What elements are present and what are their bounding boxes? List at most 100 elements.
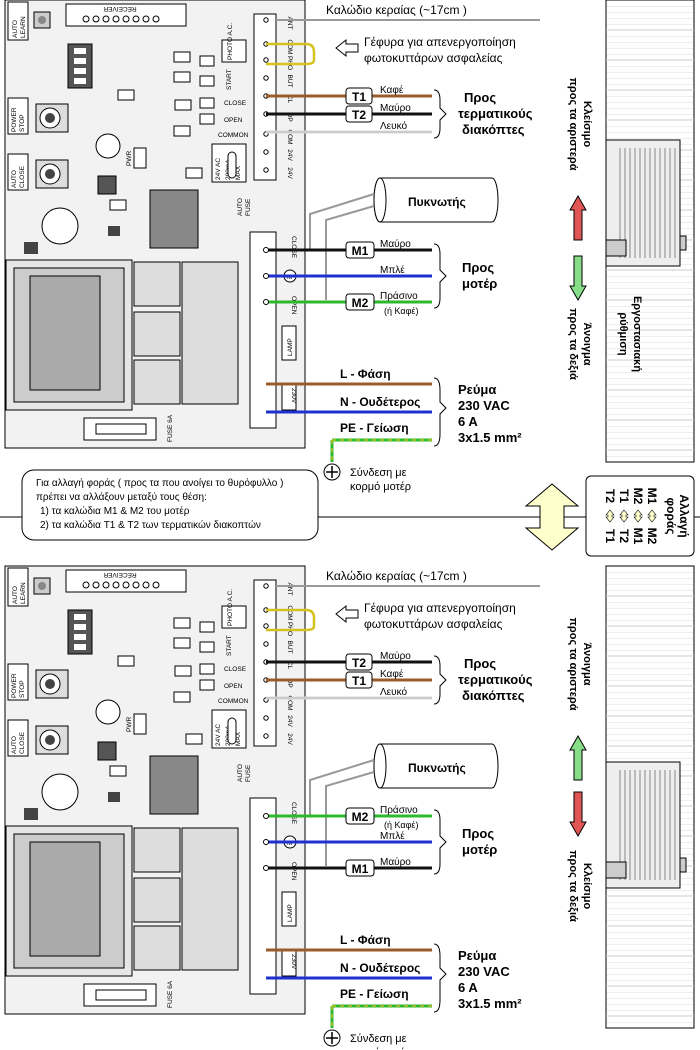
- terminal-label: BUT: [286, 75, 293, 88]
- to-limit-3: διακόπτες: [462, 688, 525, 703]
- pair-right: M1: [631, 528, 645, 545]
- pair-left: T1: [617, 489, 631, 503]
- v230-label: 230V: [290, 388, 297, 404]
- relay-chip: [97, 741, 117, 761]
- ground-icon-cross: [326, 466, 338, 478]
- power-stop-label-2: STOP: [19, 680, 26, 698]
- auto-fuse-label-1: AUTO: [237, 764, 244, 782]
- capacitor-lead: [325, 205, 375, 300]
- receiver-pin: [142, 581, 150, 589]
- large-capacitor: [41, 773, 79, 811]
- ground-label-2: κορμό μοτέρ: [350, 481, 411, 493]
- component: [109, 765, 127, 777]
- dip-switch-lever: [74, 634, 86, 640]
- pair-right: M2: [645, 528, 659, 545]
- electrolytic-cap: [95, 699, 121, 725]
- gate-handle: [679, 857, 687, 873]
- capacitor-end: [373, 743, 387, 789]
- receiver-pin: [102, 581, 110, 589]
- close-text-2: προς τα αριστερά: [567, 78, 579, 171]
- dip-switch-lever: [74, 48, 86, 54]
- bridge-wire: [266, 608, 316, 632]
- neutral-label: N - Ουδέτερος: [340, 961, 420, 975]
- motor-wire-color: Πράσινο: [380, 290, 418, 302]
- motor-terminal-screw: [263, 273, 269, 279]
- transformer-window: [29, 841, 101, 957]
- limit-brace: [433, 655, 447, 705]
- auto-learn-box: [7, 1, 29, 41]
- earth-label: PE - Γείωση: [340, 987, 409, 1001]
- auto-close-label-2: CLOSE: [19, 165, 26, 188]
- power-stop-label-2: STOP: [19, 114, 26, 132]
- auto-close-label-1: AUTO: [11, 736, 18, 754]
- receiver-pin: [92, 15, 100, 23]
- pair-swap-icon: [647, 509, 657, 523]
- supply-label-1: 24V AC: [215, 724, 222, 746]
- electrolytic-cap: [95, 133, 121, 159]
- limit-brace: [433, 89, 447, 139]
- terminal-label: BUT: [286, 641, 293, 654]
- terminal-label: 24V: [286, 733, 293, 745]
- receiver-pin: [152, 15, 160, 23]
- motor-open-label: OPEN: [290, 296, 297, 315]
- motor-wire-tag-label: M2: [352, 810, 369, 824]
- power-trimmer-center: [45, 679, 55, 689]
- pair-right: T1: [603, 529, 617, 543]
- factory-text-1: Εργοστασιακή: [631, 296, 643, 372]
- led: [199, 641, 215, 653]
- auto-learn-label-1: AUTO: [12, 586, 19, 604]
- motor-terminal-screw: [263, 247, 269, 253]
- receiver-pin: [152, 581, 160, 589]
- power-label-1: Ρεύμα: [458, 382, 496, 397]
- terminal-label: OP: [286, 678, 293, 687]
- motor-wire-tag: [345, 241, 375, 259]
- relay-block: [133, 261, 181, 307]
- terminal-screw: [263, 17, 269, 23]
- motor-brace: [433, 809, 447, 875]
- auto-learn-box: [7, 567, 29, 607]
- limit-wire-color: Μαύρο: [380, 650, 411, 662]
- led: [199, 97, 215, 109]
- to-motor-2: μοτέρ: [462, 842, 497, 857]
- motor-wire-note: (ή Καφέ): [384, 820, 418, 830]
- close-label: CLOSE: [224, 666, 247, 673]
- receiver-pin: [132, 15, 140, 23]
- ground-label-1: Σύνδεση με: [350, 1033, 407, 1045]
- pwr-led: [133, 713, 147, 735]
- fuse-body: [95, 989, 147, 1001]
- antenna-label: Καλώδιο κεραίας (~17cm ): [326, 569, 467, 583]
- transformer-window: [29, 275, 101, 391]
- terminal-label: COM: [286, 39, 293, 54]
- auto-fuse: [227, 717, 237, 745]
- bridge-arrow-icon: [335, 38, 359, 58]
- terminal-screw: [263, 149, 269, 155]
- limit-wire-color: Μαύρο: [380, 102, 411, 114]
- motor-wire-color: Μαύρο: [380, 856, 411, 868]
- component: [173, 617, 191, 629]
- fuse-label: FUSE 6A: [167, 414, 174, 442]
- terminal-screw: [263, 75, 269, 81]
- power-stop-label-1: POWER: [11, 673, 18, 698]
- auto-fuse: [227, 151, 237, 179]
- to-motor-2: μοτέρ: [462, 276, 497, 291]
- terminal-label: 24V: [286, 715, 293, 727]
- close-trimmer-center: [45, 735, 55, 745]
- earth-wire-stripe: [331, 1005, 432, 1028]
- relay-block: [133, 359, 181, 405]
- to-limit-2: τερματικούς: [458, 106, 533, 121]
- receiver-pin: [82, 581, 90, 589]
- dip-switch-lever: [74, 58, 86, 64]
- motor-wire-tag-label: M1: [352, 244, 369, 258]
- capacitor-lead: [309, 193, 375, 250]
- swap-double-arrow: [524, 483, 580, 551]
- earth-wire-stripe: [331, 439, 432, 462]
- relay-block: [133, 877, 181, 923]
- to-limit-1: Προς: [464, 90, 496, 105]
- component: [117, 655, 135, 667]
- close-text-1: Κλείσιμο: [581, 101, 593, 148]
- capacitor-lead: [325, 771, 375, 866]
- lamp-label: LAMP: [287, 338, 294, 356]
- receiver-pin: [122, 15, 130, 23]
- pair-left: T2: [603, 489, 617, 503]
- to-limit-3: διακόπτες: [462, 122, 525, 137]
